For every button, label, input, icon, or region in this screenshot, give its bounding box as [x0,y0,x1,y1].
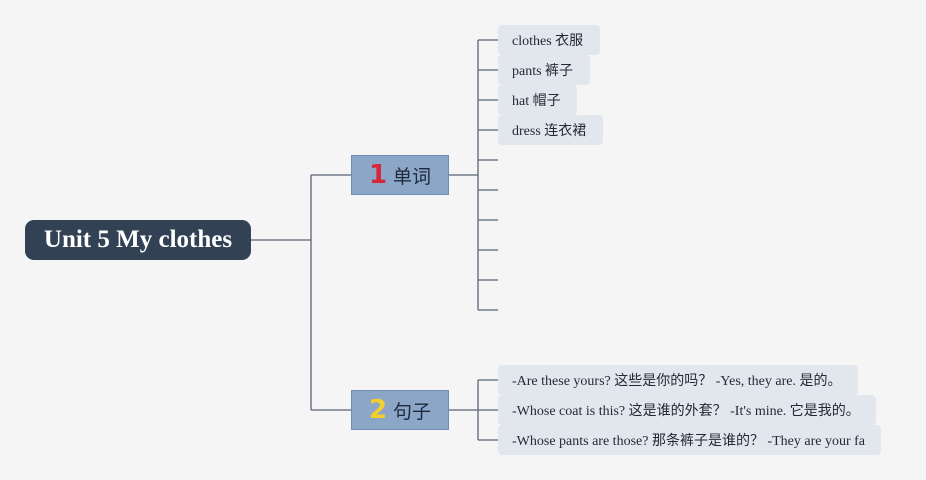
word-item[interactable]: pants 裤子 [498,55,590,85]
number-one-icon: 1 [368,160,388,190]
word-item[interactable]: clothes 衣服 [498,25,600,55]
root-topic[interactable]: Unit 5 My clothes [25,220,251,260]
sentence-item[interactable]: -Whose pants are those? 那条裤子是谁的？ -They a… [498,425,881,455]
branch-vocabulary[interactable]: 1 单词 [351,155,449,195]
number-two-icon: 2 [368,395,388,425]
word-item[interactable]: hat 帽子 [498,85,577,115]
sentence-item[interactable]: -Are these yours? 这些是你的吗？ -Yes, they are… [498,365,858,395]
branch-label: 单词 [393,165,432,188]
word-item[interactable]: dress 连衣裙 [498,115,603,145]
sentence-item[interactable]: -Whose coat is this? 这是谁的外套？ -It's mine.… [498,395,876,425]
branch-label: 句子 [393,400,432,423]
branch-sentences[interactable]: 2 句子 [351,390,449,430]
